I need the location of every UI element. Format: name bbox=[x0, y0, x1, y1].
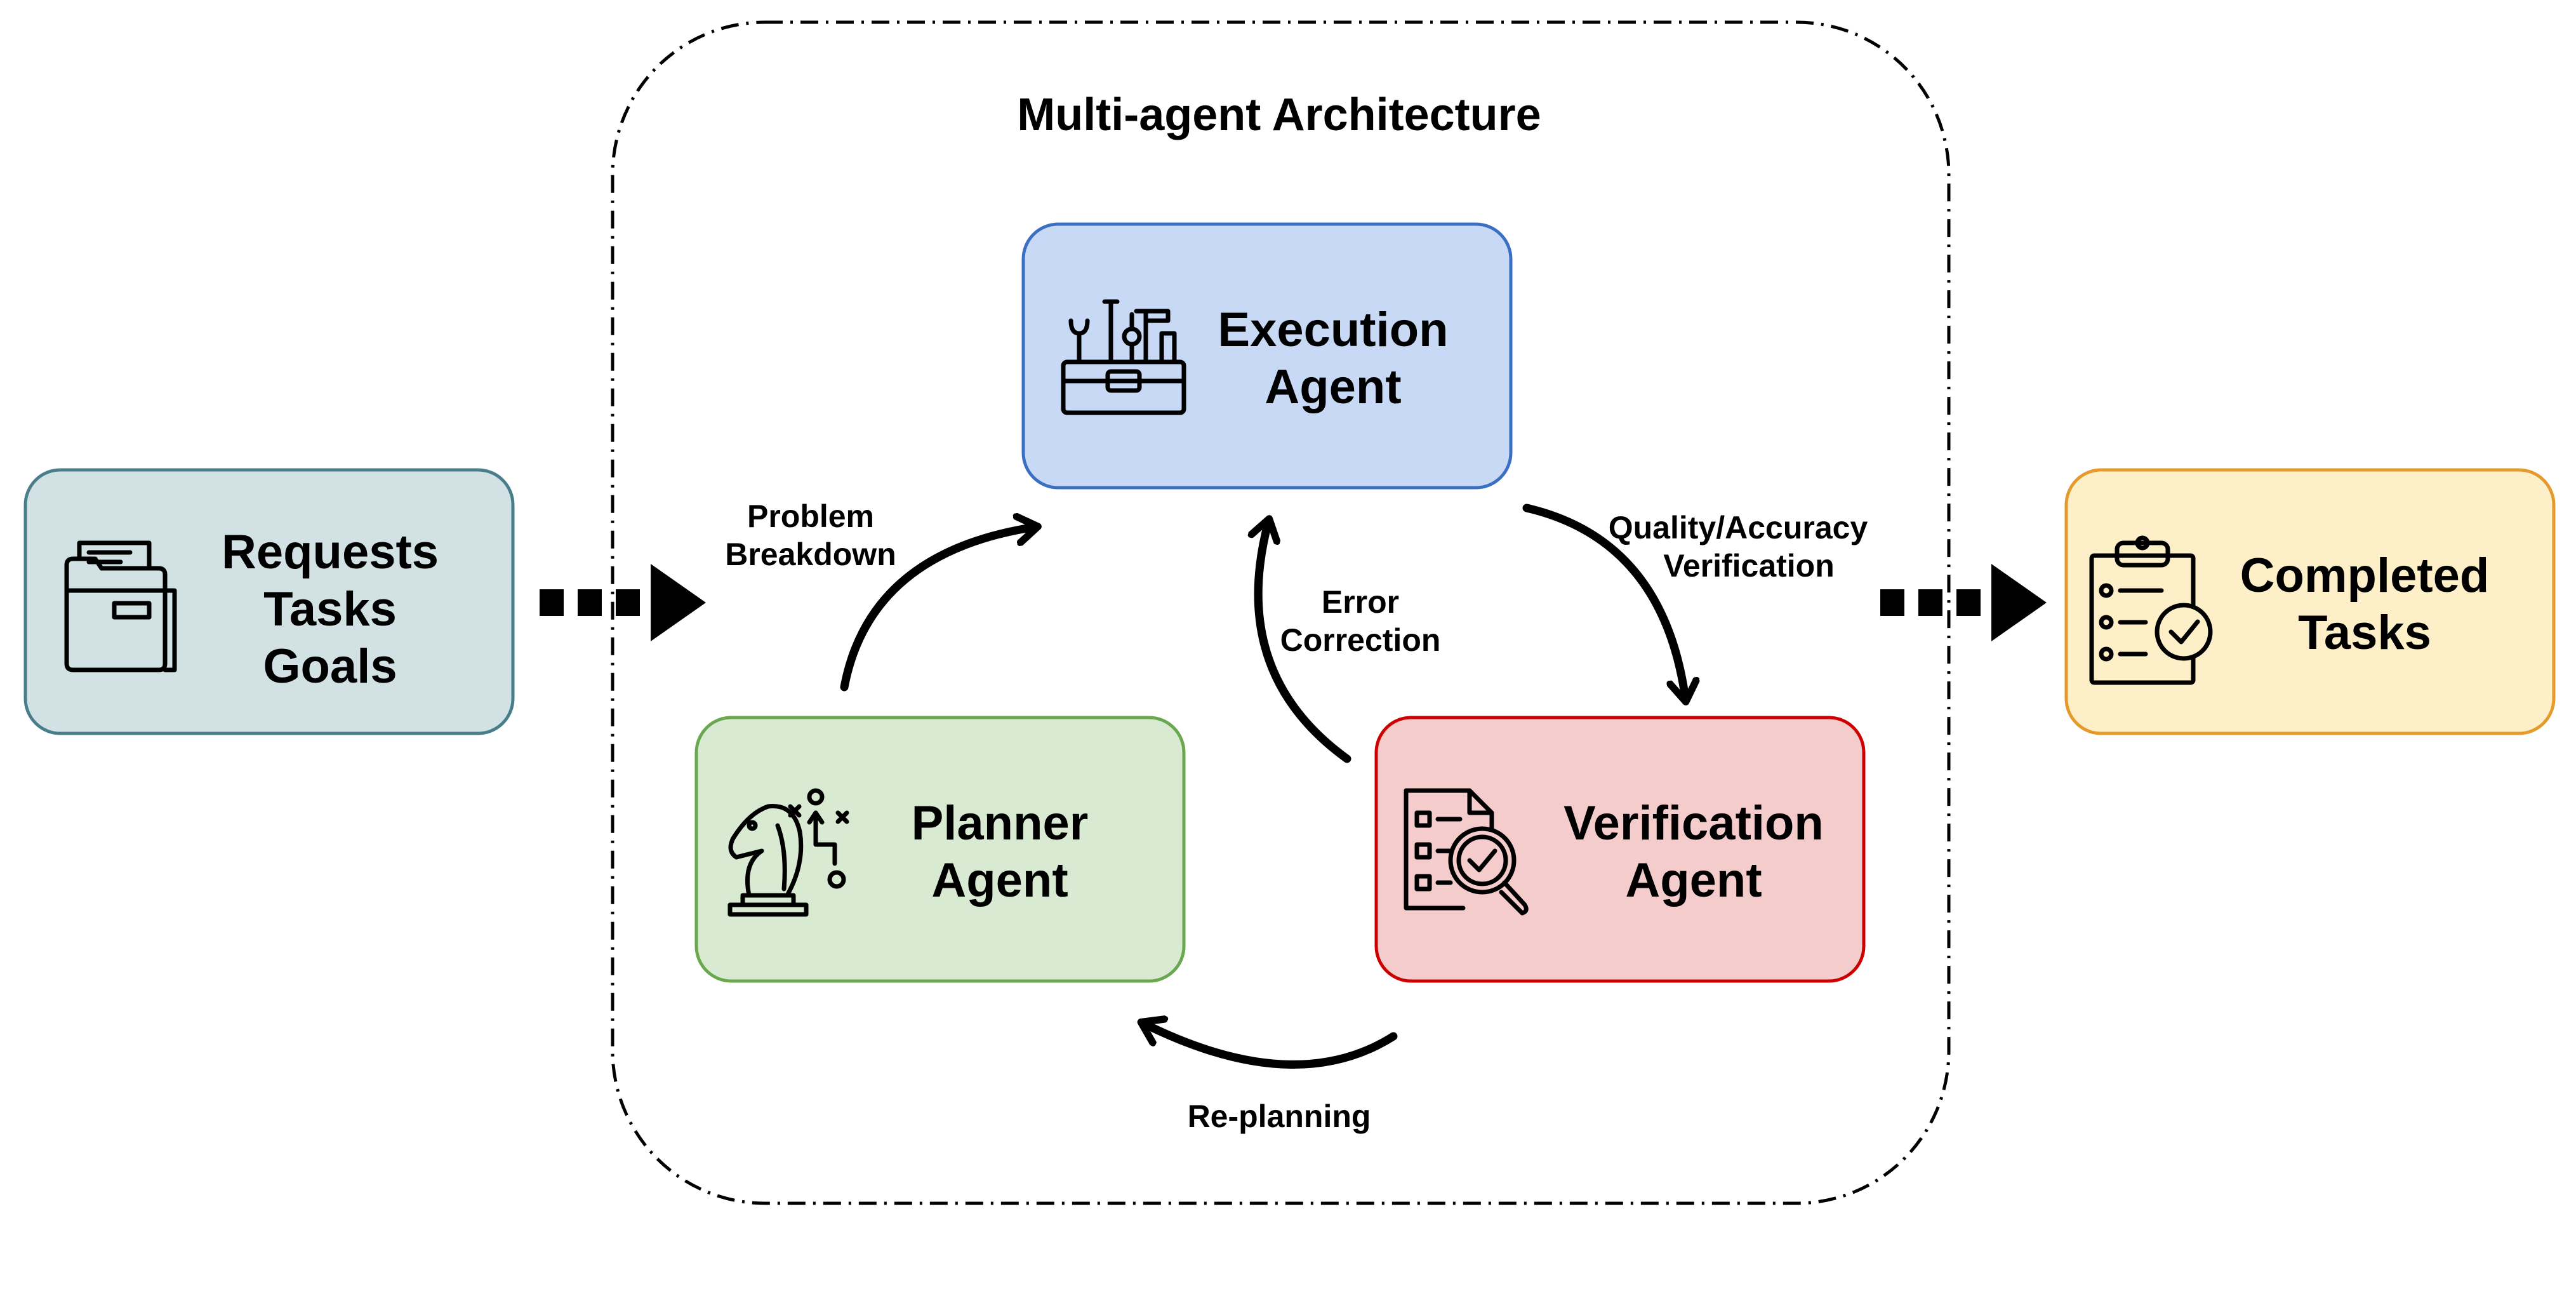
error-correction-label-1: Error bbox=[1322, 584, 1399, 620]
input-line-3: Goals bbox=[263, 639, 397, 693]
quality-verification-arrow bbox=[1522, 504, 1685, 698]
output-line-1: Completed bbox=[2240, 549, 2490, 603]
planner-agent-box: Planner Agent bbox=[694, 716, 1186, 983]
output-line-2: Tasks bbox=[2298, 606, 2431, 660]
folder-icon bbox=[64, 540, 177, 672]
execution-agent-line-1: Execution bbox=[1218, 303, 1448, 357]
verification-agent-background bbox=[1374, 716, 1866, 983]
problem-breakdown-label-1: Problem bbox=[747, 498, 874, 534]
input-line-1: Requests bbox=[222, 525, 439, 579]
planner-agent-line-2: Agent bbox=[931, 853, 1068, 907]
execution-agent-box: Execution Agent bbox=[1021, 222, 1513, 490]
chess-knight-strategy-icon bbox=[727, 788, 849, 917]
re-planning-arrow bbox=[1144, 1024, 1398, 1069]
verification-agent-line-2: Agent bbox=[1625, 853, 1762, 907]
input-box-background bbox=[23, 468, 515, 735]
verification-agent-line-1: Verification bbox=[1564, 796, 1824, 850]
output-flow-arrow bbox=[1880, 564, 2047, 641]
error-correction-label-2: Correction bbox=[1280, 622, 1441, 658]
diagram-title: Multi-agent Architecture bbox=[1017, 90, 1541, 140]
output-box-background bbox=[2064, 468, 2556, 735]
planner-agent-line-1: Planner bbox=[912, 796, 1089, 850]
execution-agent-line-2: Agent bbox=[1265, 360, 1401, 414]
quality-verification-label-1: Quality/Accuracy bbox=[1609, 510, 1868, 545]
verification-agent-box: Verification Agent bbox=[1374, 716, 1866, 983]
problem-breakdown-label-2: Breakdown bbox=[725, 537, 896, 572]
document-magnifier-check-icon bbox=[1404, 788, 1529, 916]
error-correction-arrow bbox=[1258, 522, 1351, 763]
architecture-boundary bbox=[611, 20, 1951, 1205]
input-box: Requests Tasks Goals bbox=[23, 468, 515, 735]
input-flow-arrow bbox=[540, 564, 706, 641]
output-box: Completed Tasks bbox=[2064, 468, 2556, 735]
problem-breakdown-arrow bbox=[840, 527, 1035, 692]
planner-agent-background bbox=[694, 716, 1186, 983]
execution-agent-background bbox=[1021, 222, 1513, 490]
input-line-2: Tasks bbox=[263, 582, 397, 636]
quality-verification-label-2: Verification bbox=[1663, 548, 1835, 584]
toolbox-icon bbox=[1061, 299, 1186, 415]
re-planning-label: Re-planning bbox=[1188, 1099, 1371, 1134]
clipboard-checklist-icon bbox=[2089, 535, 2213, 685]
